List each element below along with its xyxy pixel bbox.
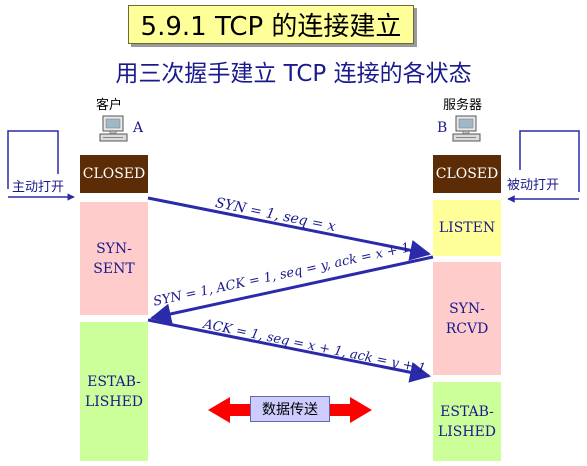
client-letter: A [133, 120, 144, 136]
ack-arrow [147, 318, 432, 383]
client-state-closed: CLOSED [80, 155, 148, 193]
server-label: 服务器 [443, 98, 483, 113]
client-computer-icon [99, 115, 129, 147]
server-state-closed: CLOSED [433, 155, 501, 193]
server-computer-icon [452, 115, 482, 147]
client-state-syn-sent: SYN- SENT [80, 202, 148, 315]
server-passive-open-label: 被动打开 [507, 178, 560, 193]
server-state-syn-rcvd: SYN- RCVD [433, 262, 501, 375]
server-state-listen: LISTEN [433, 200, 501, 256]
slide-title: 5.9.1 TCP 的连接建立 [128, 5, 414, 44]
syn-ack-arrow [149, 255, 434, 325]
server-state-established: ESTAB- LISHED [433, 382, 501, 461]
client-active-open-label: 主动打开 [12, 180, 65, 195]
server-open-bracket [519, 130, 580, 192]
server-letter: B [437, 120, 448, 136]
data-transfer-label: 数据传送 [250, 396, 330, 422]
client-state-established: ESTAB- LISHED [80, 322, 148, 461]
slide-subtitle: 用三次握手建立 TCP 连接的各状态 [115, 61, 472, 87]
client-open-bracket [7, 130, 59, 189]
syn-arrow [147, 196, 432, 261]
client-label: 客户 [96, 98, 123, 113]
